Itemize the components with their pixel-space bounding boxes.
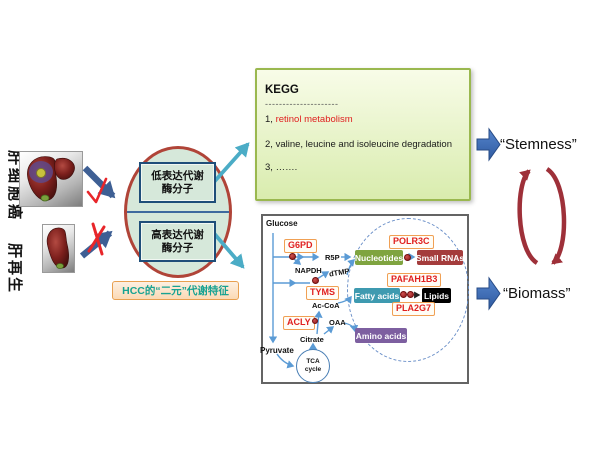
metabolite-pyruvate: Pyruvate <box>260 346 294 355</box>
liver-tumor-icon <box>27 156 75 202</box>
low-expression-line2: 酶分子 <box>161 182 194 195</box>
kegg-box: KEGG --------------------- 1, retinol me… <box>255 68 471 201</box>
metabolite-oaa: OAA <box>329 318 346 327</box>
enzyme-dot-pafah1b3 <box>400 291 407 298</box>
high-expression-line1: 高表达代谢 <box>151 229 204 242</box>
kegg-title: KEGG <box>265 84 299 96</box>
kegg-item-3: 3, ……. <box>265 162 298 173</box>
biomass-label: “Biomass” <box>503 285 571 302</box>
tca-line2: cycle <box>304 366 322 373</box>
kegg-divider: --------------------- <box>265 99 339 109</box>
product-nucleotides: Nucleotides <box>355 250 403 265</box>
cycle-arrow-left <box>517 169 539 265</box>
liver-normal-icon <box>46 227 69 269</box>
cross-icon <box>87 222 106 256</box>
enzyme-tyms: TYMS <box>306 286 340 300</box>
tca-cycle-circle: TCA cycle <box>296 349 330 383</box>
kegg-item-1: 1, retinol metabolism <box>265 114 353 125</box>
tca-line1: TCA <box>306 357 320 365</box>
enzyme-pla2g7: PLA2G7 <box>392 302 436 316</box>
liver-tumor-image <box>19 151 83 207</box>
high-expression-line2: 酶分子 <box>161 241 194 254</box>
enzyme-dot-pla2g7 <box>407 291 414 298</box>
metabolite-r5p: R5P <box>325 253 340 262</box>
low-expression-line1: 低表达代谢 <box>151 170 204 183</box>
liver-regen-vertical-label: 肝再生 <box>6 243 23 295</box>
high-expression-box: 高表达代谢 酶分子 <box>139 221 216 262</box>
metabolite-glucose: Glucose <box>266 219 298 228</box>
check-icon <box>86 177 108 204</box>
liver-normal-image <box>42 224 75 273</box>
product-amino-acids: Amino acids <box>355 328 407 343</box>
metabolite-napdh: NAPDH <box>295 266 322 275</box>
arrow-regen-to-ellipse <box>79 230 113 259</box>
arrow-hcc-to-ellipse <box>82 165 116 199</box>
stemness-label: “Stemness” <box>500 136 577 153</box>
ellipse-divider <box>127 211 229 213</box>
stemness-block-arrow <box>476 127 501 162</box>
enzyme-acly: ACLY <box>283 316 315 330</box>
enzyme-g6pd: G6PD <box>284 239 317 253</box>
enzyme-pafah1b3: PAFAH1B3 <box>387 273 442 287</box>
enzyme-dot-polr3c <box>404 254 411 261</box>
product-lipids: Lipids <box>422 288 451 303</box>
metabolite-citrate: Citrate <box>300 335 324 344</box>
pathway-dashed-ellipse <box>347 218 469 362</box>
metabolite-accoa: Ac-CoA <box>312 301 340 310</box>
low-expression-box: 低表达代谢 酶分子 <box>139 162 216 203</box>
enzyme-dot-tyms <box>312 277 319 284</box>
cycle-arrow-right <box>545 167 567 265</box>
product-fatty-acids: Fatty acids <box>354 288 400 303</box>
kegg-item-2: 2, valine, leucine and isoleucine degrad… <box>265 139 452 150</box>
product-small-rnas: Small RNAs <box>416 250 464 265</box>
biomass-block-arrow <box>476 276 501 311</box>
binary-caption: HCC的“二元”代谢特征 <box>112 281 239 300</box>
enzyme-dot-g6pd <box>289 253 296 260</box>
enzyme-dot-acly <box>312 318 318 324</box>
enzyme-polr3c: POLR3C <box>389 235 434 249</box>
